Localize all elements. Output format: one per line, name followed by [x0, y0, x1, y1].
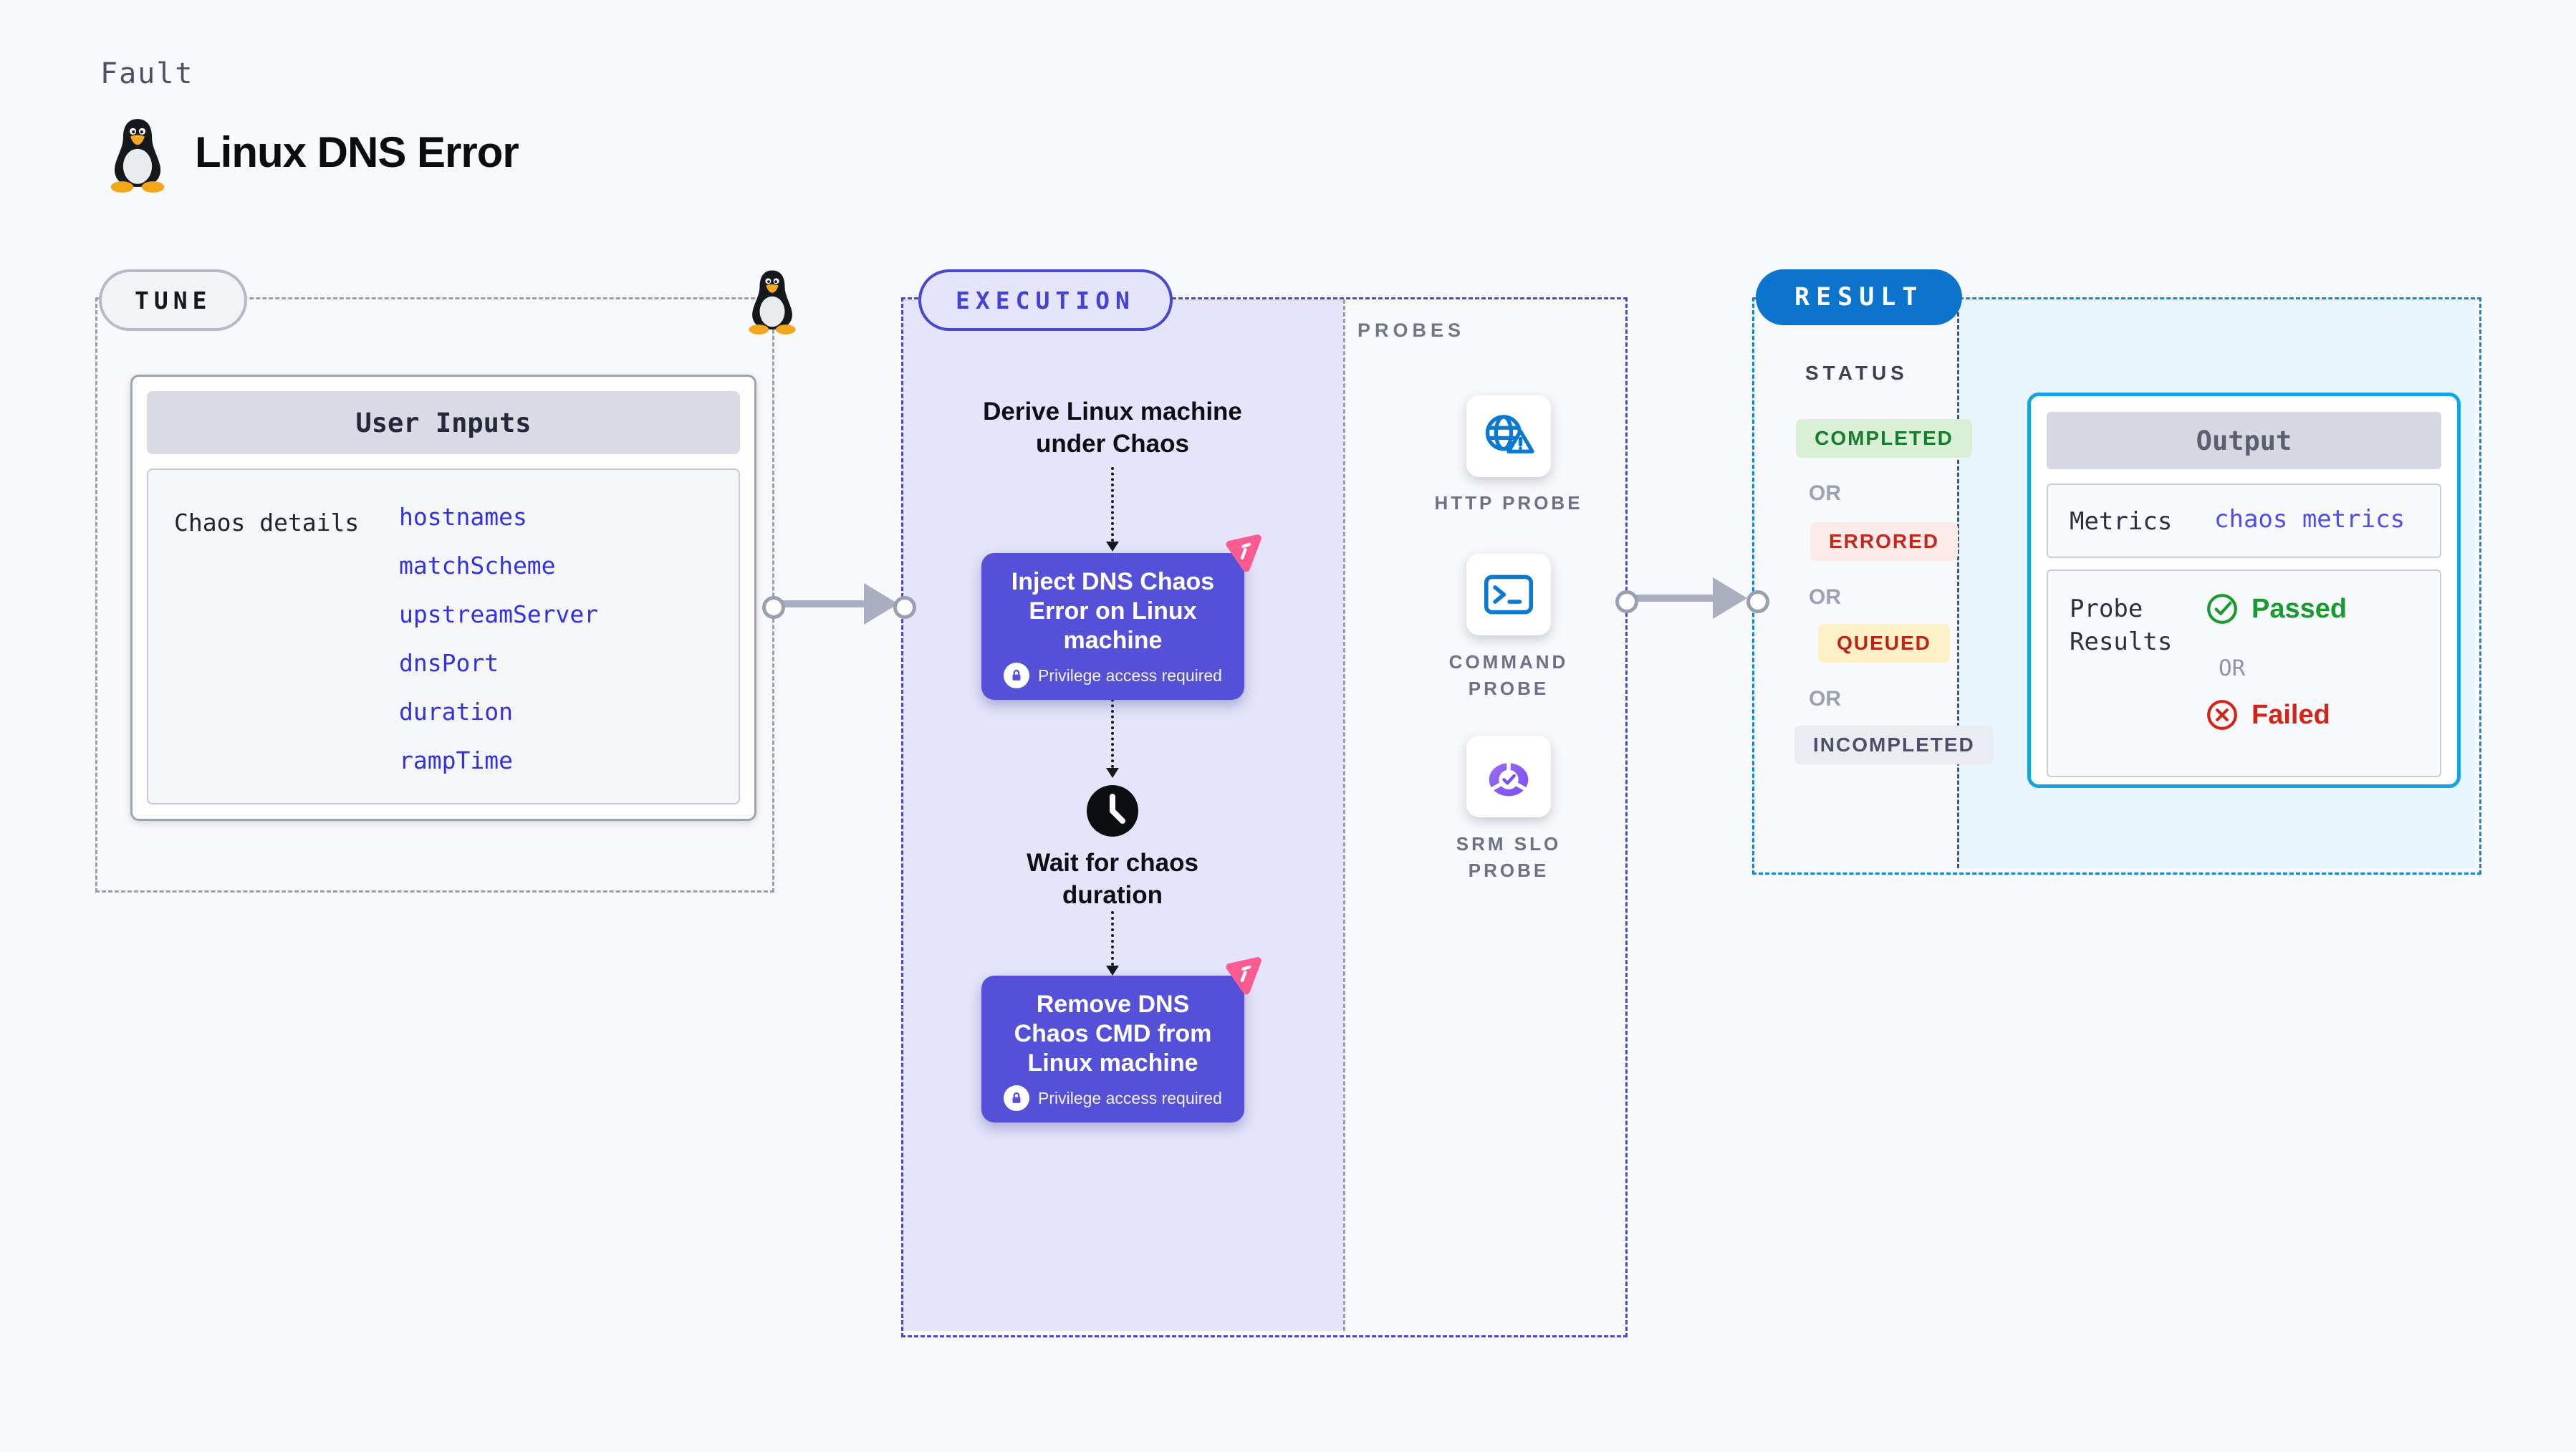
probe-results-label: Probe Results — [2070, 595, 2173, 656]
result-badge[interactable]: RESULT — [1756, 269, 1963, 325]
execution-section-box — [901, 297, 1628, 1337]
param-dnsport: dnsPort — [399, 649, 499, 677]
or-separator: OR — [1809, 687, 1841, 711]
param-upstreamserver: upstreamServer — [399, 600, 599, 628]
status-row: QUEUED — [1794, 624, 1974, 663]
probes-heading: PROBES — [1357, 319, 1466, 341]
result-status-divider — [1957, 299, 1959, 868]
execution-badge[interactable]: EXECUTION — [918, 269, 1173, 331]
param-duration: duration — [399, 698, 513, 726]
chaos-pink-icon — [1226, 534, 1261, 572]
flow-connector-2 — [1111, 693, 1114, 768]
status-badge-incompleted: INCOMPLETED — [1794, 726, 1994, 764]
user-inputs-header: User Inputs — [147, 391, 740, 454]
param-ramptime: rampTime — [399, 746, 513, 774]
execution-input-port — [893, 596, 916, 619]
flow-connector-1 — [1111, 467, 1114, 542]
command-probe-label: COMMAND PROBE — [1448, 651, 1569, 699]
inject-node-title: Inject DNS Chaos Error on Linux machine — [1011, 568, 1215, 654]
output-card: Output Metrics chaos metrics Probe Resul… — [2027, 393, 2461, 788]
status-badge-errored: ERRORED — [1810, 522, 1958, 561]
linux-tux-icon-small — [749, 270, 796, 335]
execution-probes-divider — [1343, 299, 1345, 1331]
metrics-row: Metrics chaos metrics — [2047, 484, 2441, 558]
lock-icon — [1004, 663, 1030, 688]
wait-step-label: Wait for chaos duration — [1027, 849, 1198, 909]
privilege-label-2: Privilege access required — [1038, 1088, 1222, 1107]
tune-section-box — [95, 297, 774, 893]
flow-connector-3 — [1111, 911, 1114, 966]
fault-kicker: Fault — [100, 57, 194, 90]
page-title: Linux DNS Error — [195, 128, 519, 176]
lock-icon-2 — [1004, 1085, 1030, 1111]
tune-to-execution-arrowhead — [864, 583, 898, 625]
status-row: COMPLETED — [1794, 419, 1974, 458]
status-row: ERRORED — [1794, 522, 1974, 561]
param-matchscheme: matchScheme — [399, 552, 556, 580]
derive-step-label: Derive Linux machine under Chaos — [983, 398, 1242, 458]
or-separator: OR — [1809, 585, 1841, 609]
wait-clock-icon — [1087, 785, 1138, 837]
failed-label: Failed — [2251, 699, 2330, 730]
chaos-pink-icon-2 — [1226, 957, 1261, 995]
remove-node-title: Remove DNS Chaos CMD from Linux machine — [1014, 991, 1212, 1077]
status-badge-queued: QUEUED — [1818, 624, 1950, 663]
http-probe-label: HTTP PROBE — [1434, 492, 1583, 514]
tune-output-port — [762, 596, 785, 619]
check-circle-icon — [2207, 594, 2237, 624]
status-heading: STATUS — [1805, 362, 1908, 384]
http-probe-card[interactable] — [1466, 395, 1551, 477]
metrics-label: Metrics — [2070, 507, 2173, 536]
remove-fault-node[interactable]: Remove DNS Chaos CMD from Linux machine … — [981, 976, 1244, 1122]
failed-status: Failed — [2206, 698, 2330, 731]
status-row: INCOMPLETED — [1794, 726, 1994, 764]
passed-status: Passed — [2206, 592, 2347, 625]
linux-tux-icon — [110, 119, 165, 193]
privilege-row-2: Privilege access required — [997, 1085, 1229, 1111]
slo-donut-icon — [1489, 759, 1529, 797]
result-input-port — [1746, 590, 1769, 613]
terminal-icon — [1484, 574, 1534, 615]
tune-to-execution-arrow — [778, 600, 865, 607]
probe-results-row: Probe Results Passed OR Failed — [2047, 569, 2441, 777]
result-section-box — [1752, 297, 2481, 875]
execution-to-result-arrowhead — [1713, 577, 1747, 619]
output-header: Output — [2047, 412, 2441, 469]
chaos-details-label: Chaos details — [174, 509, 360, 537]
flow-connector-1-arrowhead — [1106, 542, 1119, 552]
metrics-value: chaos metrics — [2214, 505, 2406, 534]
user-inputs-card: User Inputs Chaos details hostnames matc… — [130, 375, 756, 821]
globe-warning-icon — [1485, 415, 1534, 453]
privilege-label: Privilege access required — [1038, 665, 1222, 685]
tune-badge[interactable]: TUNE — [99, 269, 248, 331]
inject-fault-node[interactable]: Inject DNS Chaos Error on Linux machine … — [981, 553, 1244, 700]
param-hostnames: hostnames — [399, 503, 527, 531]
or-separator-output: OR — [2219, 655, 2246, 681]
execution-to-result-arrow — [1631, 595, 1714, 602]
or-separator: OR — [1809, 481, 1841, 505]
privilege-row: Privilege access required — [997, 663, 1229, 688]
flow-connector-2-arrowhead — [1106, 768, 1119, 778]
x-circle-icon — [2207, 700, 2237, 730]
user-inputs-body: Chaos details hostnames matchScheme upst… — [147, 468, 740, 804]
passed-label: Passed — [2251, 593, 2347, 624]
srm-slo-probe-label: SRM SLO PROBE — [1456, 833, 1562, 881]
command-probe-card[interactable] — [1466, 554, 1551, 635]
srm-slo-probe-card[interactable] — [1466, 736, 1551, 817]
status-badge-completed: COMPLETED — [1796, 419, 1972, 458]
flow-connector-3-arrowhead — [1106, 966, 1119, 976]
execution-output-port — [1615, 590, 1638, 613]
